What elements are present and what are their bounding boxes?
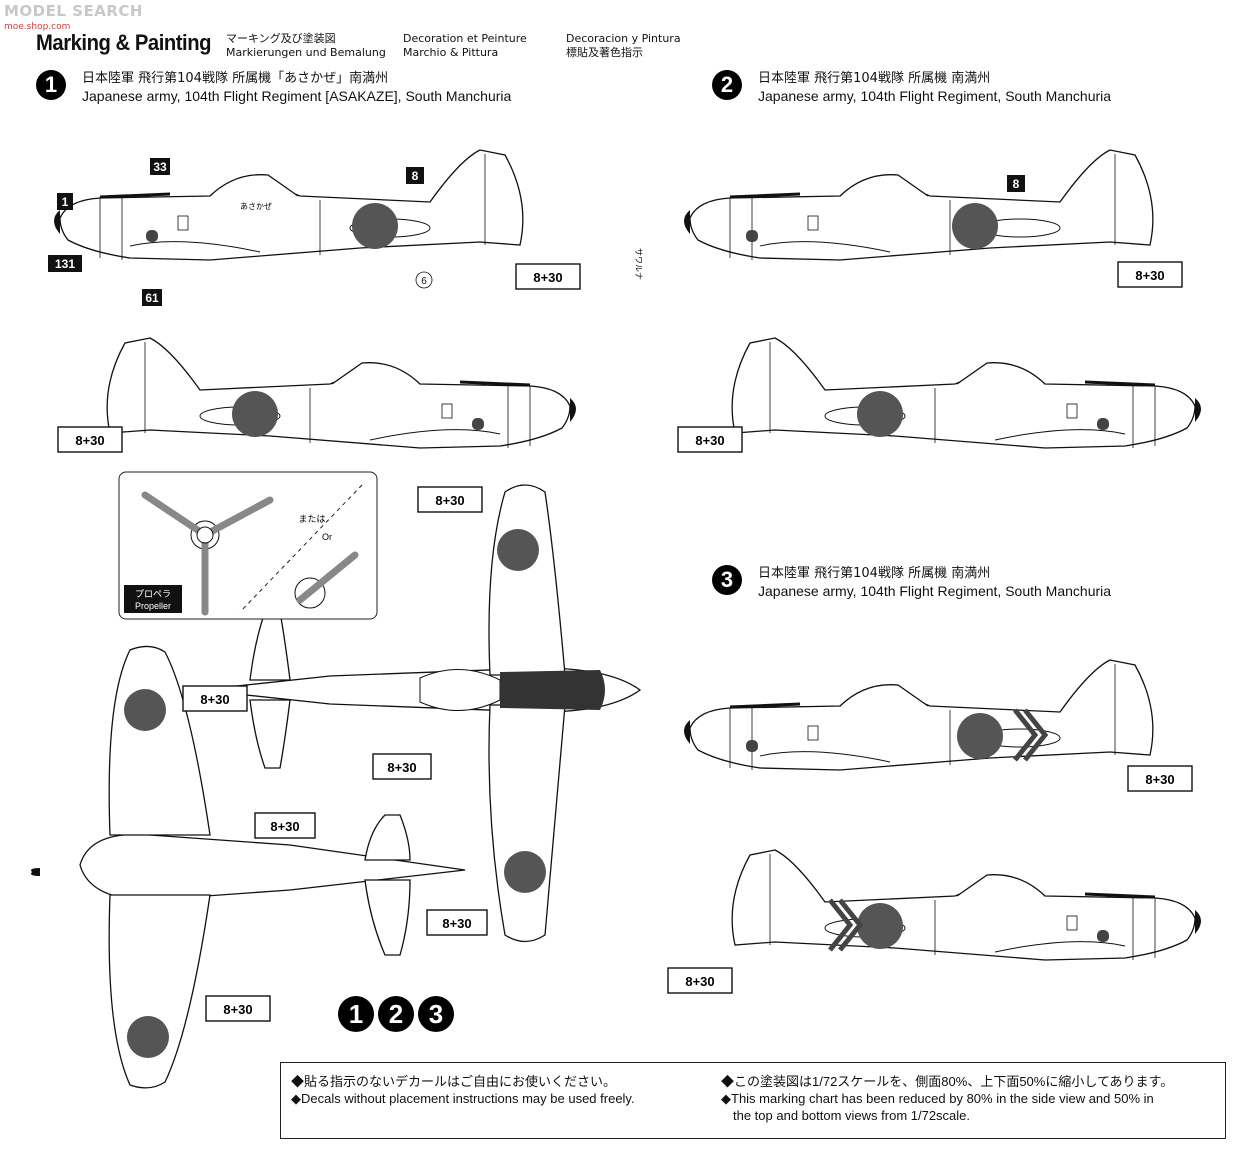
scheme-badge-3: 3 <box>418 996 454 1032</box>
watermark-url: moe.shop.com <box>4 22 71 32</box>
propeller-label-jp: プロペラ <box>135 589 171 599</box>
svg-text:8: 8 <box>412 169 419 183</box>
svg-text:8+30: 8+30 <box>695 433 724 448</box>
svg-text:33: 33 <box>153 160 167 174</box>
svg-text:8+30: 8+30 <box>270 819 299 834</box>
svg-text:8+30: 8+30 <box>200 692 229 707</box>
svg-text:8+30: 8+30 <box>435 493 464 508</box>
svg-text:61: 61 <box>145 291 159 305</box>
svg-text:6: 6 <box>421 276 427 287</box>
svg-text:8+30: 8+30 <box>533 270 562 285</box>
propeller-or-en: Or <box>322 532 332 542</box>
svg-text:8+30: 8+30 <box>75 433 104 448</box>
notes-box: ◆貼る指示のないデカールはご自由にお使いください。 ◆Decals withou… <box>280 1062 1226 1139</box>
scheme-badge-1: 1 <box>338 996 374 1032</box>
svg-text:8+30: 8+30 <box>387 760 416 775</box>
note-scale-en-1: ◆This marking chart has been reduced by … <box>721 1091 1154 1106</box>
svg-text:131: 131 <box>55 257 75 271</box>
note-scale-en-2: the top and bottom views from 1/72scale. <box>733 1108 971 1123</box>
note-free-use-jp: ◆貼る指示のないデカールはご自由にお使いください。 <box>291 1074 617 1089</box>
svg-text:8+30: 8+30 <box>685 974 714 989</box>
propeller-label-en: Propeller <box>135 601 171 611</box>
svg-text:8: 8 <box>1013 177 1020 191</box>
svg-text:8+30: 8+30 <box>1135 268 1164 283</box>
svg-text:1: 1 <box>62 195 69 209</box>
scheme-3-badge: 3 <box>712 565 742 595</box>
page-title: Marking & Painting <box>36 30 212 55</box>
scheme-badge-2: 2 <box>378 996 414 1032</box>
scheme-1-badge: 1 <box>36 70 66 100</box>
callout-tags: 8 1 131 61 33 8+30 6 8 8+30 8+30 8+30 8+… <box>48 158 1193 1022</box>
note-scale-jp: ◆この塗装図は1/72スケールを、側面80%、上下面50%に縮小してあります。 <box>721 1074 1174 1089</box>
watermark: MODEL SEARCH <box>4 2 143 20</box>
svg-text:8+30: 8+30 <box>223 1002 252 1017</box>
svg-text:あさかぜ: あさかぜ <box>240 202 272 211</box>
svg-text:8+30: 8+30 <box>1145 772 1174 787</box>
svg-text:8+30: 8+30 <box>442 916 471 931</box>
scheme-2-badge: 2 <box>712 70 742 100</box>
svg-text:サワルナ: サワルナ <box>634 248 643 280</box>
propeller-or-jp: または <box>298 514 325 524</box>
note-free-use-en: ◆Decals without placement instructions m… <box>291 1091 635 1106</box>
